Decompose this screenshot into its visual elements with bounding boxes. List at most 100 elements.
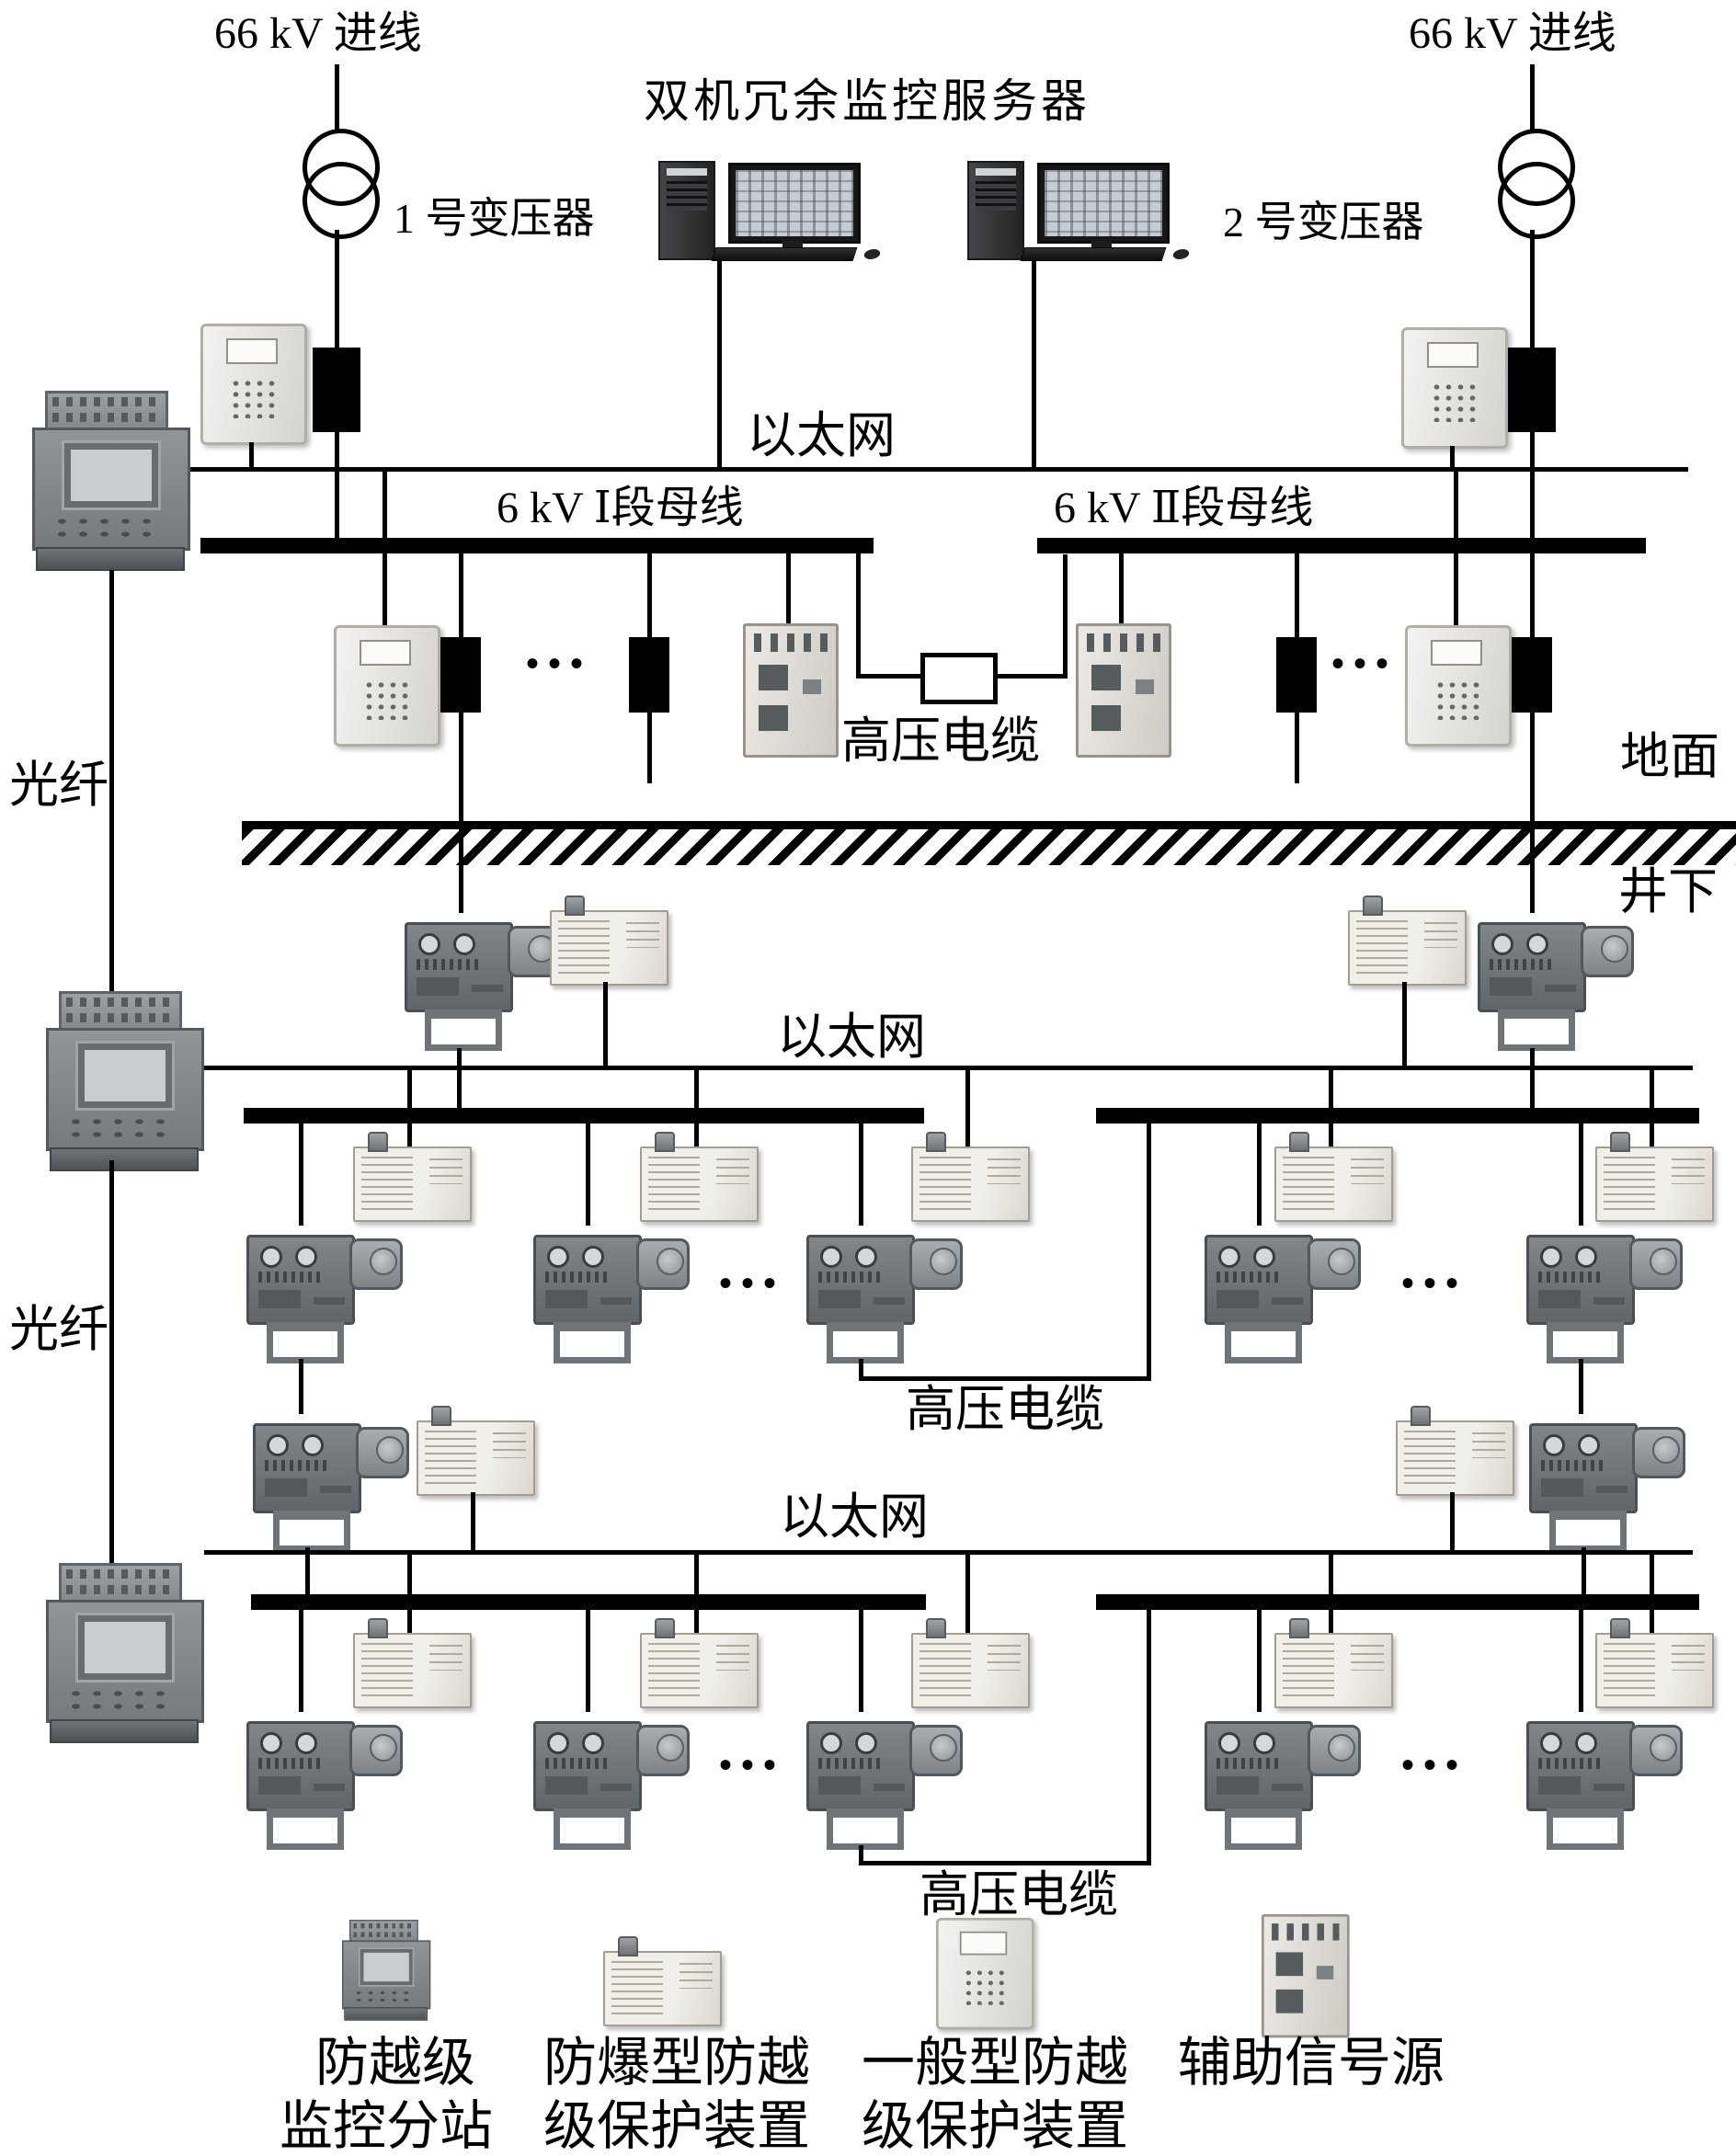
- transformer-2-drop-line: [1530, 230, 1535, 348]
- l2-p1-to-l3-line: [299, 1359, 303, 1414]
- l3-incoming-right-to-trunk-line: [1582, 1547, 1586, 1594]
- breaker-transformer-2: [1508, 348, 1556, 432]
- auxiliary-signal-source-icon-bus-1: [743, 623, 839, 758]
- l3-qr2-box-line: [1650, 1554, 1654, 1633]
- feeder-1-underground-line: [459, 713, 463, 913]
- feeder-4-underground-line: [1530, 713, 1535, 913]
- feeder-switch-icon-l2-p3: [806, 1226, 963, 1363]
- fiber-label-1: 光纤: [9, 758, 108, 813]
- feeder-2-upper-line: [647, 553, 652, 637]
- l3-q1-box-line: [407, 1554, 412, 1633]
- transformer-2-label: 2 号变压器: [1223, 199, 1424, 245]
- l2-p2-box-line: [694, 1067, 699, 1146]
- feeder-switch-icon-l2-incoming-left: [405, 913, 561, 1051]
- bus-bar-section-2: [1037, 538, 1646, 553]
- l2-pr2-to-l3-line: [1579, 1359, 1583, 1414]
- feeder-switch-icon-l3-q3: [806, 1712, 963, 1850]
- server-pc-2-icon: [964, 161, 1190, 261]
- l3-qr2-switch-line: [1579, 1610, 1583, 1712]
- hv-cable-label-l3: 高压电缆: [919, 1867, 1118, 1922]
- incoming-line-left: [335, 64, 339, 131]
- feeder-switch-icon-l2-p2: [533, 1226, 690, 1363]
- explosionproof-protection-device-icon-l3-qr2: [1595, 1618, 1714, 1708]
- underground-label: 井下: [1618, 864, 1718, 919]
- general-protection-device-icon-bus-2: [1405, 625, 1512, 747]
- feeder-4-upper-line: [1530, 553, 1535, 637]
- transformer-1-drop-line: [335, 230, 339, 348]
- l3-q2-switch-line: [586, 1610, 590, 1712]
- l2-hv-cable-link: [859, 1376, 1151, 1381]
- breaker-transformer-1: [313, 348, 360, 432]
- l3-q3-box-line: [965, 1554, 970, 1633]
- bus-tie-right-link: [998, 674, 1067, 679]
- trunk-bus-l2-right: [1096, 1108, 1699, 1124]
- monitoring-substation-1-icon: [32, 391, 190, 572]
- aux-cabinet-2-line: [1119, 553, 1124, 623]
- l3-q1-switch-line: [299, 1610, 303, 1712]
- ethernet-bus-3: [204, 1550, 1693, 1555]
- bus-bar-section-1: [200, 538, 874, 553]
- feeder-2-stub-line: [647, 713, 652, 783]
- l2-incoming-right-to-trunk-line: [1530, 1048, 1535, 1111]
- relay-transformer-1-line: [249, 442, 254, 470]
- server-pc-2-line: [1032, 260, 1036, 470]
- feeder-switch-icon-l3-incoming-right: [1529, 1414, 1685, 1552]
- explosionproof-protection-device-icon-l3-qr1: [1274, 1618, 1393, 1708]
- explosionproof-protection-device-icon-l2-pr1: [1274, 1132, 1393, 1222]
- l2-cable-drop: [859, 1359, 863, 1381]
- l3-cable-rise: [1147, 1610, 1151, 1865]
- feeder-switch-icon-l3-q2: [533, 1712, 690, 1850]
- ethernet-2-label: 以太网: [777, 1010, 926, 1065]
- l3-q3-switch-line: [859, 1610, 863, 1712]
- legend-label-aux-line1: 辅助信号源: [1177, 2033, 1445, 2093]
- hv-cable-label-surface: 高压电缆: [841, 713, 1040, 769]
- ethernet-1-label: 以太网: [747, 408, 896, 463]
- more-feeders-dots-l3-left: •••: [719, 1744, 786, 1785]
- hv-cable-label-l2: 高压电缆: [906, 1382, 1104, 1437]
- feeder-switch-icon-l3-qr2: [1526, 1712, 1683, 1850]
- explosionproof-protection-device-icon-l3-in-left: [417, 1406, 535, 1496]
- feeder-switch-icon-l3-qr1: [1205, 1712, 1361, 1850]
- feeder-switch-icon-l2-incoming-right: [1478, 913, 1634, 1051]
- relay-bus-2-line: [1454, 472, 1458, 625]
- l2-p3-switch-line: [859, 1124, 863, 1226]
- feeder-3-upper-line: [1295, 553, 1299, 637]
- incoming-line-label-right: 66 kV 进线: [1409, 9, 1616, 58]
- ground-hatch: [242, 821, 1736, 865]
- explosionproof-protection-device-icon-l3-q1: [353, 1618, 472, 1708]
- ethernet-3-label: 以太网: [780, 1489, 929, 1545]
- trunk-bus-l3-right: [1096, 1594, 1699, 1610]
- transformer-1-circle-bottom: [303, 162, 380, 239]
- l2-p2-switch-line: [586, 1124, 590, 1226]
- breaker-feeder-4: [1512, 637, 1552, 713]
- fiber-line-2: [109, 1160, 114, 1565]
- server-pc-1-icon: [655, 161, 881, 261]
- transformer-1-label: 1 号变压器: [394, 195, 595, 242]
- breaker-feeder-1: [440, 637, 481, 713]
- l3-protbox-in-left-line: [471, 1492, 475, 1552]
- l2-p1-switch-line: [299, 1124, 303, 1226]
- l3-incoming-left-to-trunk-line: [305, 1547, 310, 1594]
- auxiliary-signal-source-icon-bus-2: [1076, 623, 1171, 758]
- fiber-line-1: [109, 570, 114, 991]
- monitoring-substation-3-icon: [46, 1563, 204, 1744]
- explosionproof-protection-device-icon-l3-in-right: [1396, 1406, 1514, 1496]
- legend-label-expproof-line2: 级保护装置: [542, 2096, 811, 2156]
- breaker-feeder-3: [1276, 637, 1317, 713]
- more-feeders-dots-bus-1: •••: [526, 643, 593, 684]
- l3-hv-cable-link: [859, 1861, 1151, 1865]
- explosionproof-protection-device-icon-l2-pr2: [1595, 1132, 1714, 1222]
- fiber-label-2: 光纤: [9, 1302, 108, 1357]
- explosionproof-protection-device-icon-l2-p1: [353, 1132, 472, 1222]
- ethernet-bus-2: [204, 1066, 1693, 1070]
- more-feeders-dots-l2-left: •••: [719, 1262, 786, 1304]
- l3-protbox-in-right-line: [1450, 1492, 1455, 1552]
- explosionproof-protection-device-icon-l2-in-left: [550, 895, 668, 986]
- feeder-switch-icon-l3-q1: [246, 1712, 403, 1850]
- feeder-switch-icon-l2-p1: [246, 1226, 403, 1363]
- feeder-switch-icon-l2-pr2: [1526, 1226, 1683, 1363]
- trunk-bus-l3-left: [251, 1594, 926, 1610]
- bus-2-label: 6 kV Ⅱ段母线: [1054, 484, 1314, 532]
- general-protection-device-icon-bus-1: [334, 625, 440, 747]
